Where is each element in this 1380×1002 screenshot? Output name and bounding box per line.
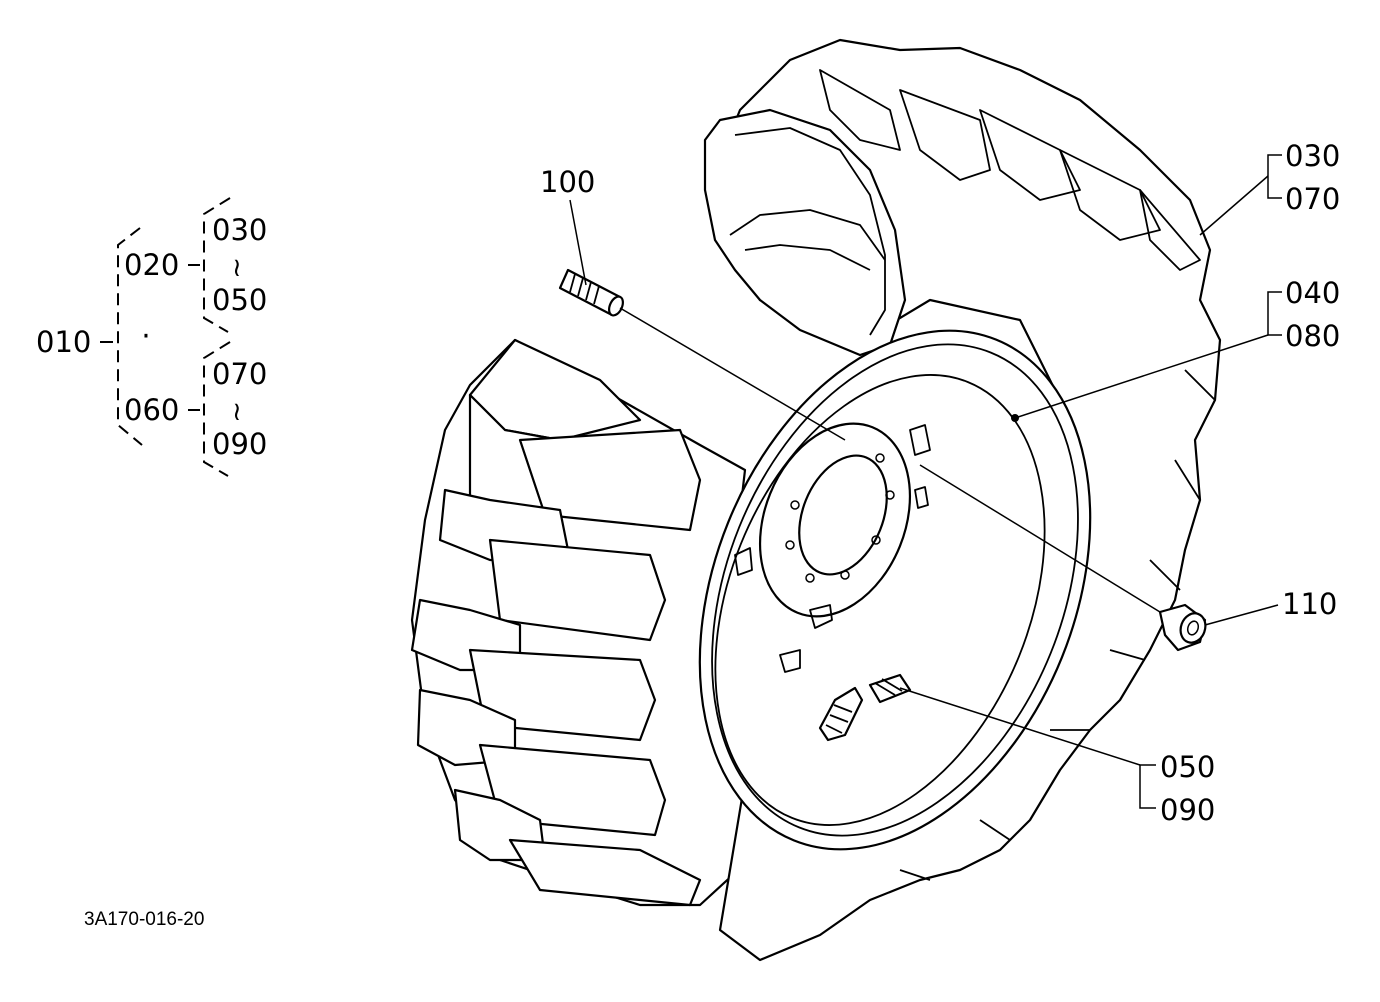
callout-rim-bottom: 080 — [1285, 319, 1340, 353]
tree-separator: · — [141, 319, 150, 353]
bolt-part — [919, 464, 1207, 652]
callout-tire-top: 030 — [1285, 139, 1340, 173]
callout-plug-top: 050 — [1160, 750, 1215, 784]
tire-lower-section — [410, 338, 762, 907]
drawing-code: 3A170-016-20 — [84, 909, 204, 930]
callout-bolt: 110 — [1282, 587, 1337, 621]
tree-group-020-approx: ≀ — [232, 253, 242, 283]
tree-group-060-from: 070 — [212, 357, 267, 391]
wheel-rim — [698, 329, 1092, 851]
callout-plug-bottom: 090 — [1160, 793, 1215, 827]
tree-group-020-from: 030 — [212, 213, 267, 247]
callout-rim-top: 040 — [1285, 276, 1340, 310]
tree-group-060-label: 060 — [124, 393, 179, 427]
valve-part — [818, 673, 912, 742]
parts-tree: 010 · 020 030 ≀ 050 060 070 ≀ 090 — [36, 197, 267, 477]
callout-valve-stem: 100 — [540, 165, 595, 199]
inner-tube-cutaway — [703, 108, 907, 357]
leader-lines — [569, 154, 1282, 809]
tree-root-label: 010 — [36, 325, 91, 359]
tree-group-060-approx: ≀ — [232, 397, 242, 427]
tree-group-020-to: 050 — [212, 283, 267, 317]
tree-group-020-label: 020 — [124, 248, 179, 282]
callout-labels: 100 030 070 040 080 110 050 090 — [540, 139, 1340, 827]
tree-group-060-to: 090 — [212, 427, 267, 461]
callout-tire-bottom: 070 — [1285, 182, 1340, 216]
valve-stem-part — [558, 268, 846, 441]
